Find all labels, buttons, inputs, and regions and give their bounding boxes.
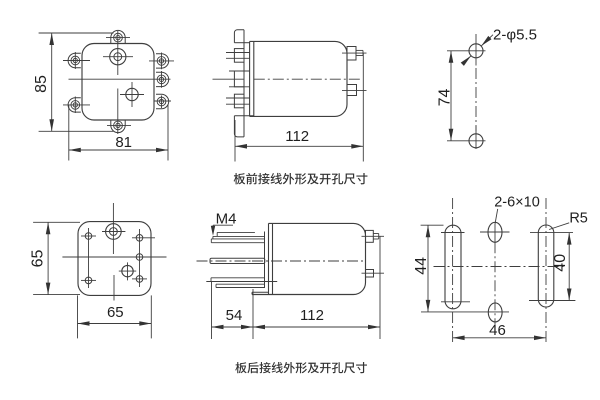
- svg-text:54: 54: [226, 307, 243, 324]
- svg-text:112: 112: [300, 307, 324, 324]
- svg-text:2-6×10: 2-6×10: [494, 195, 540, 211]
- svg-text:40: 40: [552, 254, 569, 272]
- svg-text:85: 85: [33, 75, 50, 93]
- svg-text:74: 74: [436, 89, 453, 107]
- svg-text:46: 46: [489, 322, 506, 339]
- svg-text:112: 112: [285, 128, 309, 145]
- svg-text:M4: M4: [216, 211, 237, 228]
- svg-text:44: 44: [413, 257, 430, 275]
- svg-text:81: 81: [115, 134, 132, 151]
- svg-text:2-φ5.5: 2-φ5.5: [493, 27, 537, 44]
- svg-text:65: 65: [107, 304, 124, 321]
- svg-text:R5: R5: [569, 211, 588, 227]
- svg-text:65: 65: [30, 250, 47, 268]
